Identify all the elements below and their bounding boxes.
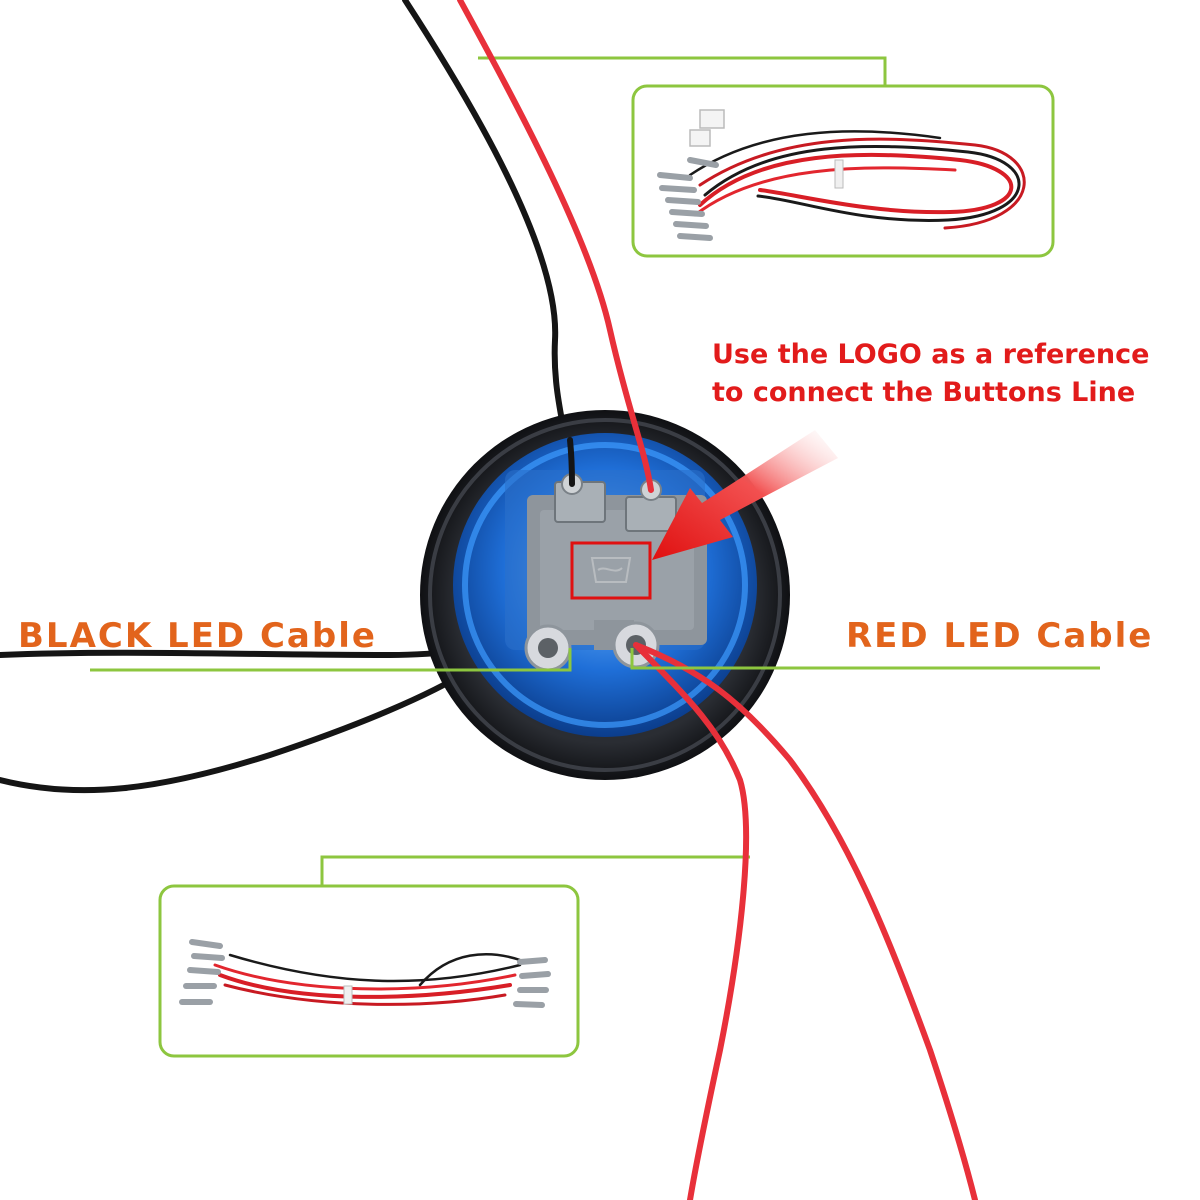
black-led-cable-label: BLACK LED Cable — [18, 616, 377, 656]
black-terminal-wire — [567, 437, 575, 487]
reference-arrow-icon — [652, 430, 838, 560]
callout-bottom-connector — [320, 855, 750, 886]
led-callout-lines — [90, 648, 1100, 672]
logo-reference-note-line-2: to connect the Buttons Line — [712, 377, 1136, 408]
wire-harness-callout-top — [631, 84, 1055, 258]
arcade-button — [420, 410, 790, 780]
red-wires — [457, 0, 978, 1200]
wire-harness-image-bottom — [179, 939, 551, 1008]
callout-top-connector — [478, 56, 887, 86]
logo-reference-note-line-1: Use the LOGO as a reference — [712, 339, 1150, 370]
logo-reference-box — [570, 541, 652, 600]
logo-reference-note: Use the LOGO as a reference to connect t… — [712, 336, 1149, 412]
wire-harness-image-top — [657, 109, 1026, 241]
wire-harness-callout-bottom — [158, 884, 580, 1058]
red-led-cable-label: RED LED Cable — [846, 616, 1154, 656]
